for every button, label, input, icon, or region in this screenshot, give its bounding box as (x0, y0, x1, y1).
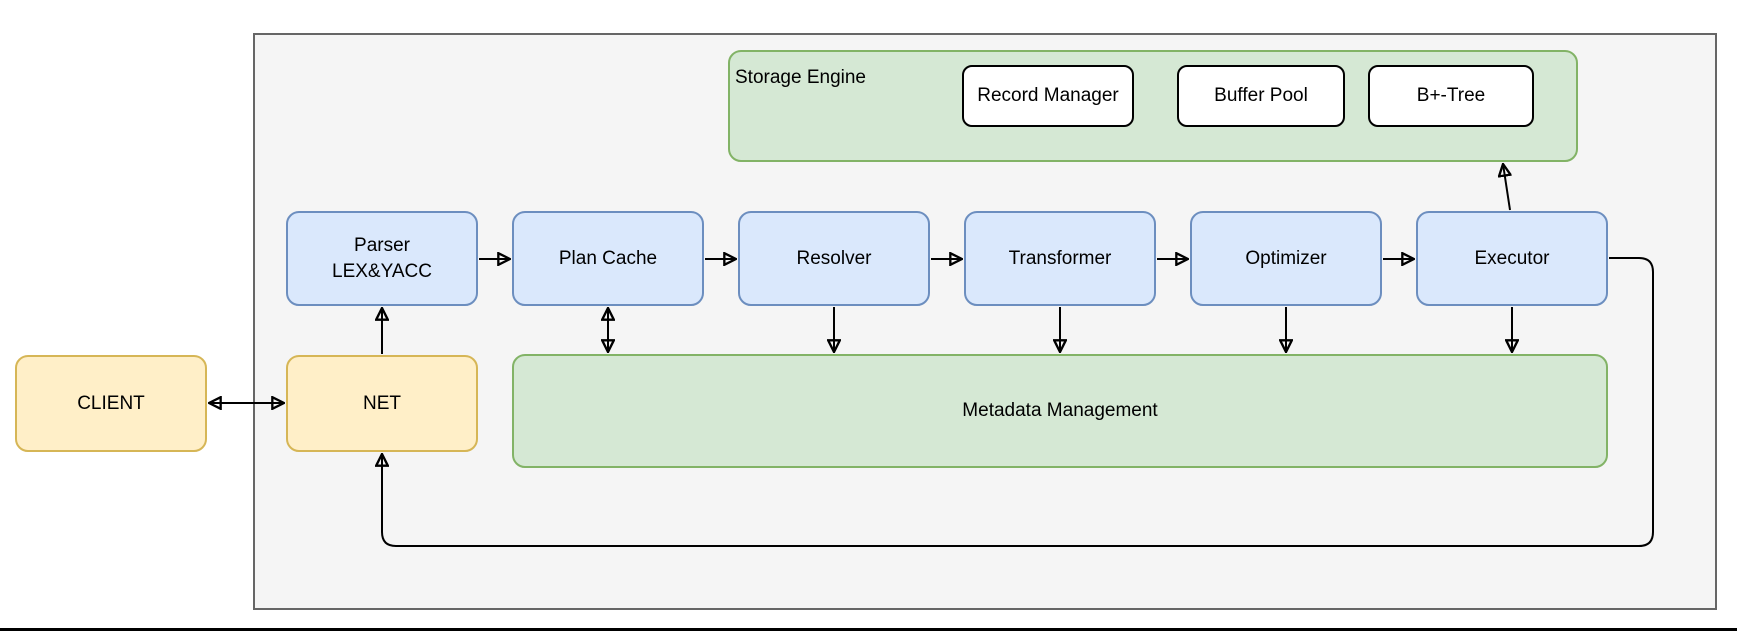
arrow-executor-net-feedback (382, 257, 1654, 547)
arrow-executor-storage (1503, 164, 1510, 211)
parser-sublabel: LEX&YACC (332, 260, 432, 282)
transformer-label: Transformer (1008, 247, 1112, 269)
client-label: CLIENT (77, 392, 145, 414)
parser-node: Parser LEX&YACC (286, 211, 478, 306)
buffer-pool-node: Buffer Pool (1177, 65, 1345, 127)
bplus-tree-label: B+-Tree (1416, 85, 1486, 107)
client-node: CLIENT (15, 355, 207, 452)
transformer-node: Transformer (964, 211, 1156, 306)
record-manager-label: Record Manager (977, 85, 1119, 107)
metadata-management-label: Metadata Management (962, 400, 1158, 422)
record-manager-node: Record Manager (962, 65, 1134, 127)
resolver-label: Resolver (796, 247, 872, 269)
buffer-pool-label: Buffer Pool (1214, 85, 1308, 107)
resolver-node: Resolver (738, 211, 930, 306)
plan-cache-node: Plan Cache (512, 211, 704, 306)
parser-label: Parser (354, 235, 410, 257)
bplus-tree-node: B+-Tree (1368, 65, 1534, 127)
storage-engine-title: Storage Engine (735, 67, 866, 88)
optimizer-node: Optimizer (1190, 211, 1382, 306)
net-node: NET (286, 355, 478, 452)
executor-node: Executor (1416, 211, 1608, 306)
executor-label: Executor (1474, 247, 1550, 269)
plan-cache-label: Plan Cache (558, 247, 658, 269)
net-label: NET (363, 392, 401, 414)
bottom-border-line (0, 628, 1737, 631)
metadata-management-node: Metadata Management (512, 354, 1608, 468)
optimizer-label: Optimizer (1245, 247, 1327, 269)
